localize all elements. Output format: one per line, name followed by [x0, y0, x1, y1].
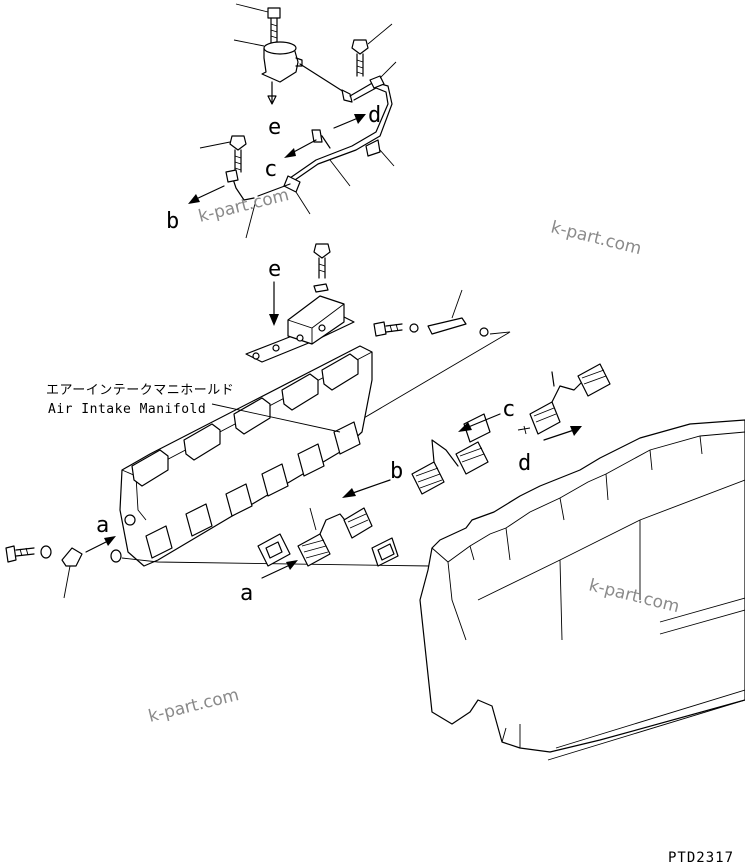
- top-bolt: [235, 3, 281, 45]
- manifold-label-japanese: エアーインテークマニホールド: [46, 383, 234, 398]
- callout-e-top: e: [268, 115, 281, 140]
- arrow-a-left: [85, 536, 116, 553]
- arrow-d-right: [543, 426, 582, 441]
- arrow-b-top: [188, 185, 225, 204]
- arrow-a-bottom: [261, 560, 298, 579]
- arrow-d-top: [333, 114, 366, 129]
- arrow-e-mid: [269, 281, 279, 326]
- manifold-label-leader: [211, 403, 341, 433]
- callout-d-right: d: [518, 451, 531, 476]
- callout-a-bottom: a: [240, 581, 253, 606]
- heater-set-a: [257, 507, 399, 567]
- arrow-c-right: [458, 413, 501, 432]
- left-bolt-washer-set: [5, 545, 431, 599]
- watermark: k-part.com: [146, 685, 241, 727]
- bracket-bolt-right: [339, 289, 511, 433]
- heater-set-b: [411, 413, 491, 495]
- air-intake-manifold: [119, 345, 373, 567]
- callout-c-top: c: [264, 157, 277, 182]
- left-bolt: [199, 135, 247, 173]
- callout-d-top: d: [368, 103, 381, 128]
- callout-a-left: a: [96, 513, 109, 538]
- sensor-connector-b: [225, 169, 255, 201]
- mid-bolt: [313, 243, 331, 293]
- cylinder-head: [419, 419, 745, 761]
- callout-c-right: c: [502, 397, 515, 422]
- right-bolt: [351, 23, 393, 77]
- manifold-saddles: [131, 353, 359, 487]
- callout-b-top: b: [166, 209, 179, 234]
- watermark: k-part.com: [549, 217, 644, 259]
- wire-harness-top: [245, 61, 397, 239]
- heater-set-c: [517, 363, 611, 435]
- relay-cover-plate: [245, 295, 355, 363]
- callout-e-mid: e: [268, 257, 281, 282]
- manifold-ports: [145, 421, 361, 559]
- arrow-c-top: [284, 139, 317, 158]
- arrow-b-right: [342, 479, 391, 498]
- manifold-label-english: Air Intake Manifold: [48, 402, 206, 417]
- watermark: k-part.com: [196, 185, 291, 227]
- drawing-code: PTD2317: [668, 850, 734, 866]
- callout-b-right: b: [390, 459, 403, 484]
- relay: [233, 39, 353, 105]
